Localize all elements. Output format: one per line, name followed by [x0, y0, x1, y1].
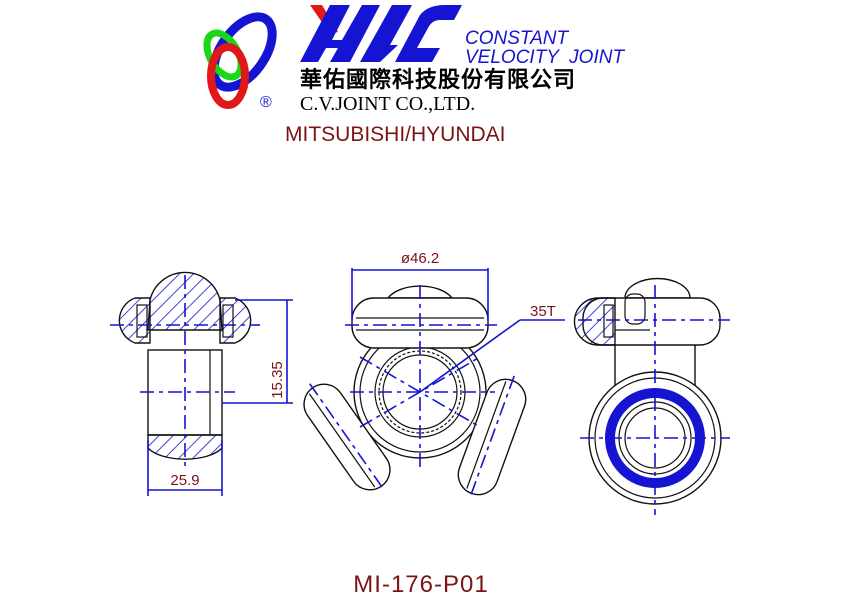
company-logo: [203, 5, 462, 109]
side-view: [573, 277, 730, 515]
height-dimension: 15.35: [269, 361, 286, 399]
application-label: MITSUBISHI/HYUNDAI: [285, 123, 506, 146]
registered-mark: ®: [260, 94, 272, 111]
diameter-dimension: ø46.2: [401, 250, 439, 267]
front-view: [303, 268, 565, 499]
company-name: C.V.JOINT CO.,LTD.: [300, 93, 475, 115]
chinese-company-name: 華佑國際科技股份有限公司: [300, 67, 576, 93]
logo-tagline-2: VELOCITY JOINT: [465, 47, 625, 68]
logo-tagline-1: CONSTANT: [465, 28, 569, 49]
part-number: MI-176-P01: [353, 571, 488, 596]
section-view: [110, 271, 293, 496]
width-dimension: 25.9: [170, 472, 199, 489]
teeth-count-label: 35T: [530, 303, 556, 320]
